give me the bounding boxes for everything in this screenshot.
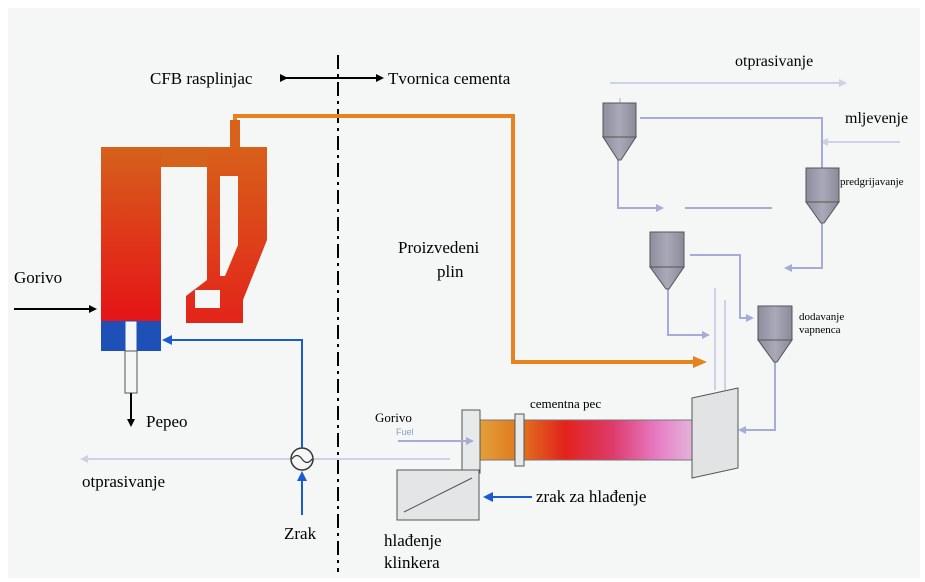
label-preheating: predgrijavanje [840, 176, 904, 188]
label-fuel-kiln-en: Fuel [396, 427, 414, 437]
label-cement-factory: Tvornica cementa [386, 69, 513, 89]
label-limestone-2: vapnenca [799, 324, 841, 336]
label-fuel-left: Gorivo [14, 268, 63, 287]
label-cfb-gasifier: CFB rasplinjac [148, 69, 255, 89]
preheater-cyclone-2 [805, 167, 840, 224]
label-clinker-cooling-2: klinkera [384, 553, 440, 572]
label-grinding: mljevenje [843, 110, 911, 128]
label-limestone-1: dodavanje [799, 311, 845, 323]
label-dedusting-left: otprasivanje [82, 472, 166, 491]
label-kiln: cementna pec [530, 396, 602, 411]
preheater-cyclone-1 [602, 102, 637, 161]
preheater-cyclone-3 [649, 231, 685, 290]
label-clinker-cooling-1: hlađenje [384, 531, 442, 550]
label-air: Zrak [284, 524, 317, 543]
label-fuel-kiln: Gorivo [375, 410, 412, 425]
label-produced-gas-1: Proizvedeni [398, 238, 480, 257]
label-cooling-air: zrak za hlađenje [536, 487, 647, 506]
label-produced-gas-2: plin [437, 262, 464, 281]
cement-kiln [461, 387, 739, 479]
preheater-lines [617, 98, 823, 434]
label-ash: Pepeo [146, 412, 188, 431]
preheater-cyclone-4 [757, 305, 793, 363]
clinker-cooler [396, 469, 481, 521]
air-supply-line [162, 335, 303, 448]
air-fan [290, 447, 314, 471]
label-dedusting-top: otprasivanje [733, 53, 816, 71]
produced-gas-line [233, 114, 707, 368]
cfb-gasifier [101, 120, 267, 394]
